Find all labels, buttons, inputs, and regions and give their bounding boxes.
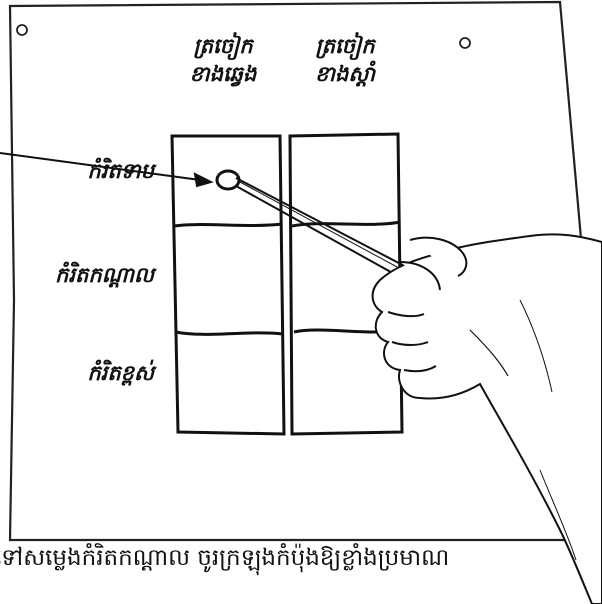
column-header-right: ត្រចៀក ខាងស្តាំ: [290, 32, 400, 88]
column-header-right-line2: ខាងស្តាំ: [290, 60, 400, 88]
column-header-left-line2: ខាងឆ្វេង: [168, 60, 278, 88]
column-header-left-line1: ត្រចៀក: [168, 32, 278, 60]
row-label-low: កំរិតទាប: [24, 158, 154, 189]
caption: ទៅសម្លេងកំរិតកណ្តាល ចូរក្រឡុងកំប៉ុងឱ្យខ្…: [0, 544, 602, 577]
column-header-right-line1: ត្រចៀក: [290, 32, 400, 60]
row-label-medium: កំរិតកណ្តាល: [24, 262, 154, 293]
circle-mark: [217, 171, 239, 189]
row-label-high: កំរិតខ្ពស់: [24, 360, 154, 391]
column-header-left: ត្រចៀក ខាងឆ្វេង: [168, 32, 278, 88]
